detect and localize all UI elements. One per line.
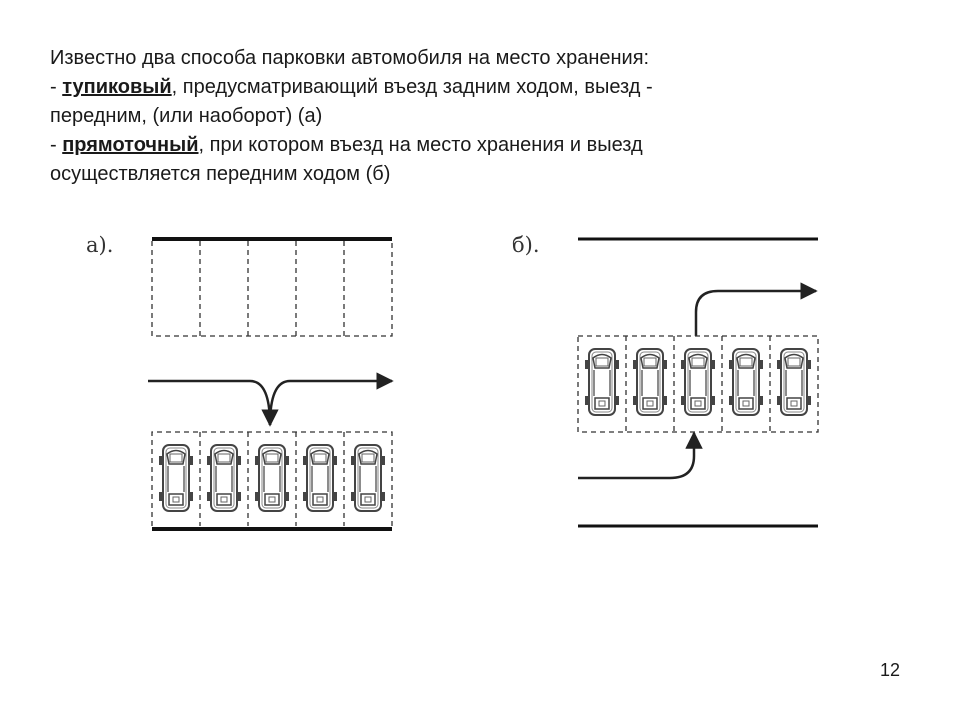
car-icon <box>254 444 290 512</box>
car-icon <box>776 348 812 416</box>
dead-end-top-row <box>151 237 393 337</box>
intro-line: Известно два способа парковки автомобиля… <box>50 47 650 69</box>
dead-end-desc: , предусматривающий въезд задним ходом, … <box>171 76 653 98</box>
car-icon <box>302 444 338 512</box>
through-line-cont: осуществляется передним ходом (б) <box>50 163 391 185</box>
description-text: Известно два способа парковки автомобиля… <box>50 44 910 189</box>
figure-b-label: б). <box>512 233 540 257</box>
dead-end-line: - тупиковый, предусматривающий въезд зад… <box>50 73 910 102</box>
car-icon <box>584 348 620 416</box>
car-icon <box>728 348 764 416</box>
figure-a-label: а). <box>86 233 113 257</box>
dead-end-term: тупиковый <box>62 76 172 98</box>
through-desc: , при котором въезд на место хранения и … <box>198 134 643 156</box>
through-parking-row <box>577 335 819 433</box>
through-entry-arrow <box>578 431 703 480</box>
through-term: прямоточный <box>62 134 199 156</box>
car-icon <box>158 444 194 512</box>
car-icon <box>680 348 716 416</box>
through-exit-arrow <box>694 282 818 336</box>
dash: - <box>50 134 63 156</box>
dash: - <box>50 76 63 98</box>
dead-end-arrow <box>148 372 394 427</box>
dead-end-line-cont: передним, (или наоборот) (а) <box>50 105 323 127</box>
car-icon <box>350 444 386 512</box>
through-line: - прямоточный, при котором въезд на мест… <box>50 131 910 160</box>
dead-end-bottom-row <box>151 431 393 531</box>
page-number: 12 <box>879 660 900 680</box>
car-icon <box>206 444 242 512</box>
car-icon <box>632 348 668 416</box>
